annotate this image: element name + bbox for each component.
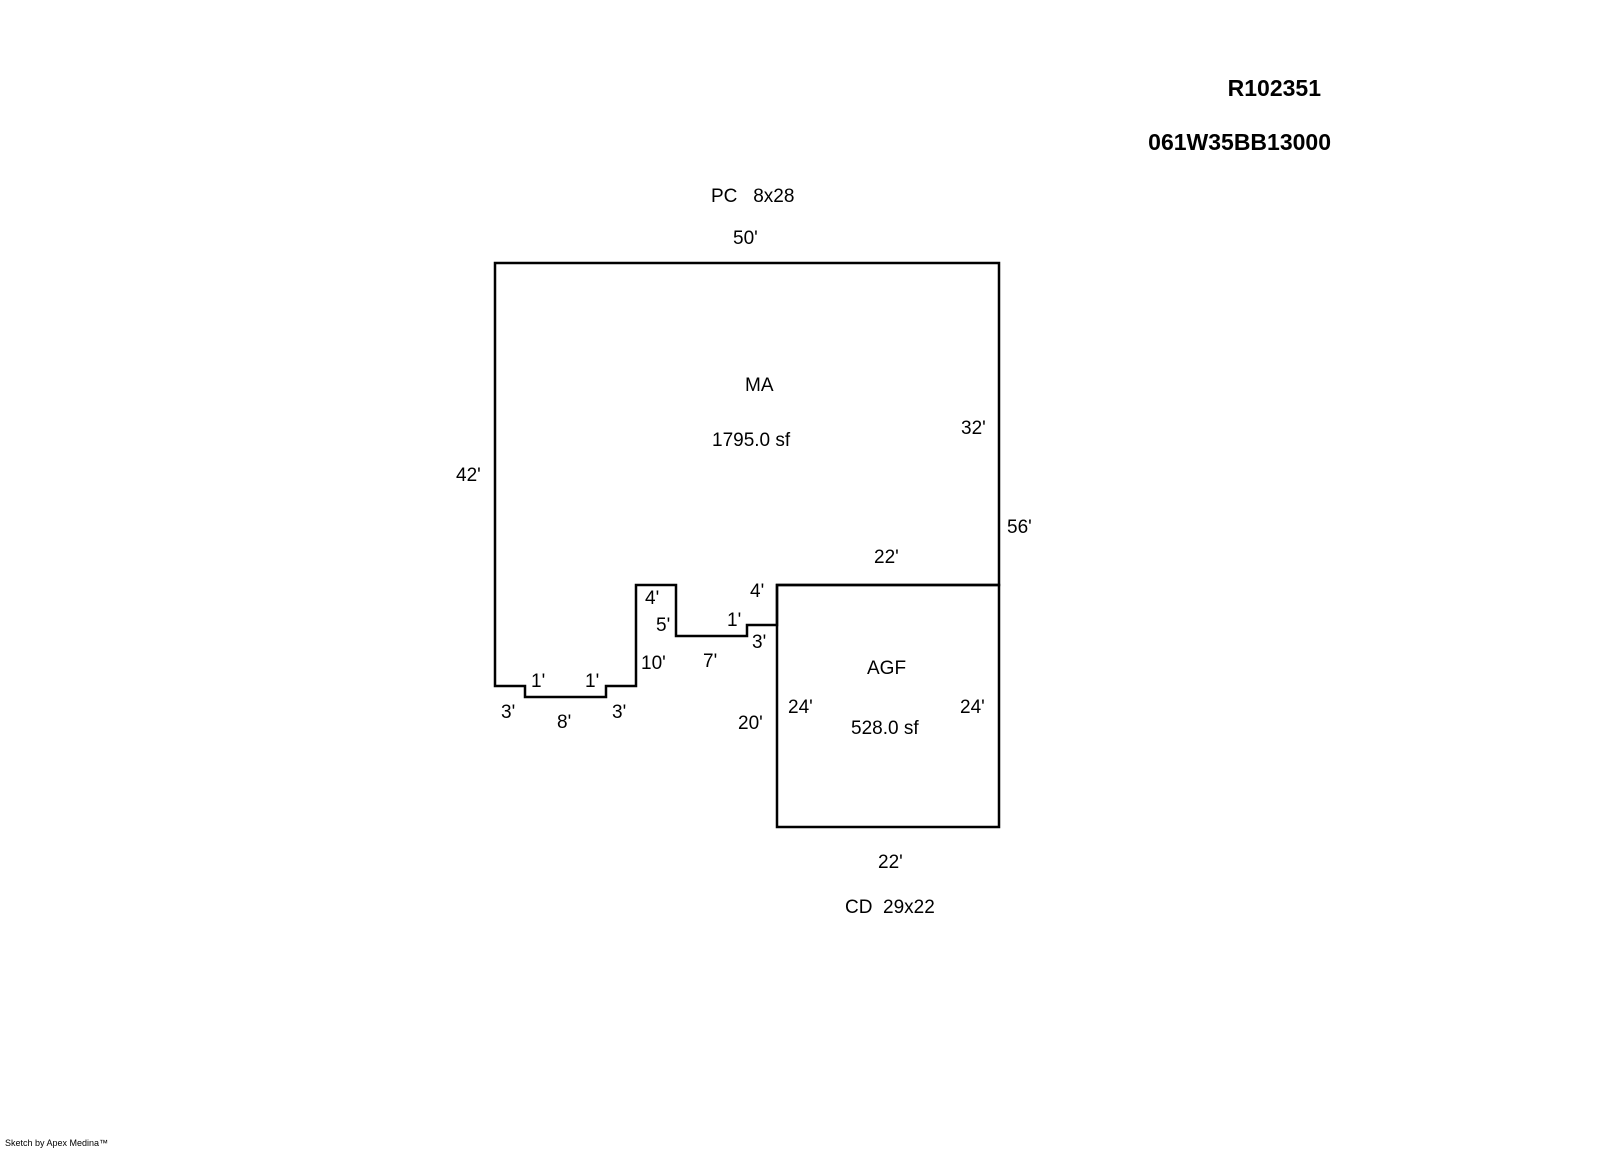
dim-step-left-3: 3' — [501, 702, 515, 723]
dim-garage-4: 4' — [750, 581, 764, 602]
dim-notch-bottom: 22' — [874, 547, 899, 568]
dim-jog-1: 1' — [727, 610, 741, 631]
dim-jog-10: 10' — [641, 653, 666, 674]
garage-area-code: AGF — [867, 658, 906, 679]
map-number: 061W35BB13000 — [1148, 129, 1331, 155]
dim-right-upper: 32' — [961, 418, 986, 439]
porch-annotation: PC 8x28 — [711, 186, 794, 207]
garage-outline — [775, 583, 1001, 829]
dim-right-total: 56' — [1007, 517, 1032, 538]
dim-step-left-1: 1' — [531, 671, 545, 692]
parcel-id: R102351 — [1227, 75, 1321, 101]
dim-garage-20: 20' — [738, 713, 763, 734]
sketch-credit: Sketch by Apex Medina™ — [5, 1138, 109, 1148]
dim-step-right-3: 3' — [612, 702, 626, 723]
dim-jog-3: 3' — [752, 632, 766, 653]
dim-garage-left: 24' — [788, 697, 813, 718]
dim-jog-5: 5' — [656, 615, 670, 636]
dim-bottom-8: 8' — [557, 712, 571, 733]
dim-jog-4: 4' — [645, 588, 659, 609]
dim-left: 42' — [456, 465, 481, 486]
dim-step-right-1: 1' — [585, 671, 599, 692]
dim-jog-7: 7' — [703, 651, 717, 672]
garage-area-size: 528.0 sf — [851, 718, 919, 739]
dim-garage-bottom: 22' — [878, 852, 903, 873]
dim-top: 50' — [733, 228, 758, 249]
main-area-size: 1795.0 sf — [712, 430, 791, 451]
dim-garage-right: 24' — [960, 697, 985, 718]
deck-annotation: CD 29x22 — [845, 897, 935, 918]
main-area-outline — [493, 261, 1001, 699]
main-area-code: MA — [745, 375, 774, 396]
